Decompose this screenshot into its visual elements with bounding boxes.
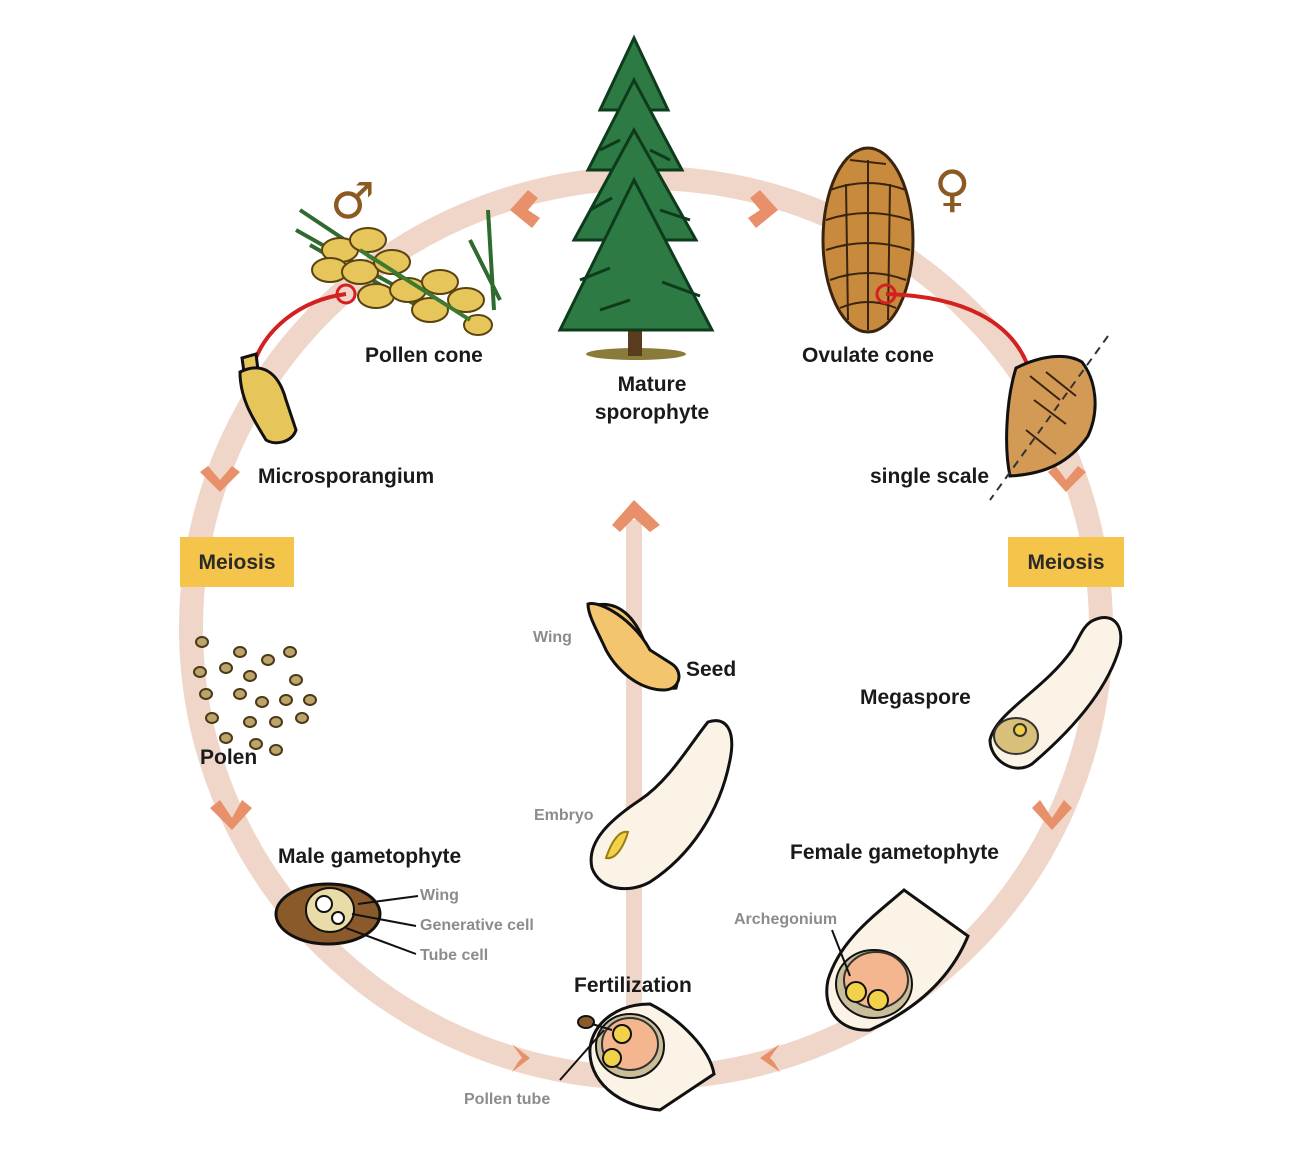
ovulate-cone-label: Ovulate cone [802, 344, 934, 367]
meiosis-label-left: Meiosis [198, 551, 275, 574]
male-wing-label: Wing [420, 887, 459, 904]
pollen-tube-label: Pollen tube [464, 1091, 550, 1108]
male-gametophyte-illustration [274, 882, 419, 955]
pollen-cone-illustration [295, 208, 502, 336]
ovulate-cone-zoom-circle [875, 283, 897, 305]
meiosis-label-right: Meiosis [1027, 551, 1104, 574]
polen-label: Polen [200, 746, 257, 769]
megaspore-label: Megaspore [860, 686, 971, 709]
megaspore-illustration [988, 616, 1123, 770]
arrow-right-upper [1048, 466, 1086, 492]
central-arrowhead [612, 500, 660, 532]
seed-label: Seed [686, 658, 736, 681]
arrow-bottom-right [760, 1044, 780, 1072]
central-stem [626, 520, 642, 1050]
embryo-label: Embryo [534, 807, 594, 824]
fertilization-label: Fertilization [574, 974, 692, 997]
arrow-bottom-left [512, 1044, 530, 1072]
single-scale-label: single scale [870, 465, 989, 488]
pollen-cone-zoom-circle [335, 283, 357, 305]
embryo-illustration [589, 719, 734, 891]
pine-tree-illustration [557, 34, 715, 360]
female-gametophyte-label: Female gametophyte [790, 841, 999, 864]
female-gametophyte-illustration [825, 888, 970, 1032]
male-gametophyte-label: Male gametophyte [278, 845, 461, 868]
mature-sporophyte-label-line2: sporophyte [595, 401, 709, 424]
microsporangium-label: Microsporangium [258, 465, 434, 488]
meiosis-box-right [1008, 537, 1124, 587]
seed-wing-label: Wing [533, 629, 572, 646]
arrow-left-lower [210, 800, 252, 830]
pollen-grains-illustration [193, 636, 317, 756]
meiosis-box-left [180, 537, 294, 587]
single-scale-illustration [989, 335, 1109, 501]
cycle-arrows [200, 190, 1086, 1072]
ovulate-cone-illustration [821, 146, 915, 334]
seed-illustration [586, 602, 681, 692]
generative-cell-label: Generative cell [420, 917, 534, 934]
archegonium-label: Archegonium [734, 911, 837, 928]
microsporangium-illustration [238, 352, 298, 445]
fertilization-illustration [559, 1002, 716, 1112]
arrow-left-upper [200, 466, 240, 492]
arrow-top-right [748, 190, 778, 228]
male-symbol: ♂ [330, 172, 375, 230]
mature-sporophyte-label-line1: Mature [618, 373, 687, 396]
pollen-cone-label: Pollen cone [365, 344, 483, 367]
tube-cell-label: Tube cell [420, 947, 488, 964]
arrow-right-lower [1032, 800, 1072, 830]
arrow-top-left [510, 190, 540, 228]
female-symbol: ♀ [934, 160, 971, 218]
single-scale-link-line [885, 292, 1032, 373]
